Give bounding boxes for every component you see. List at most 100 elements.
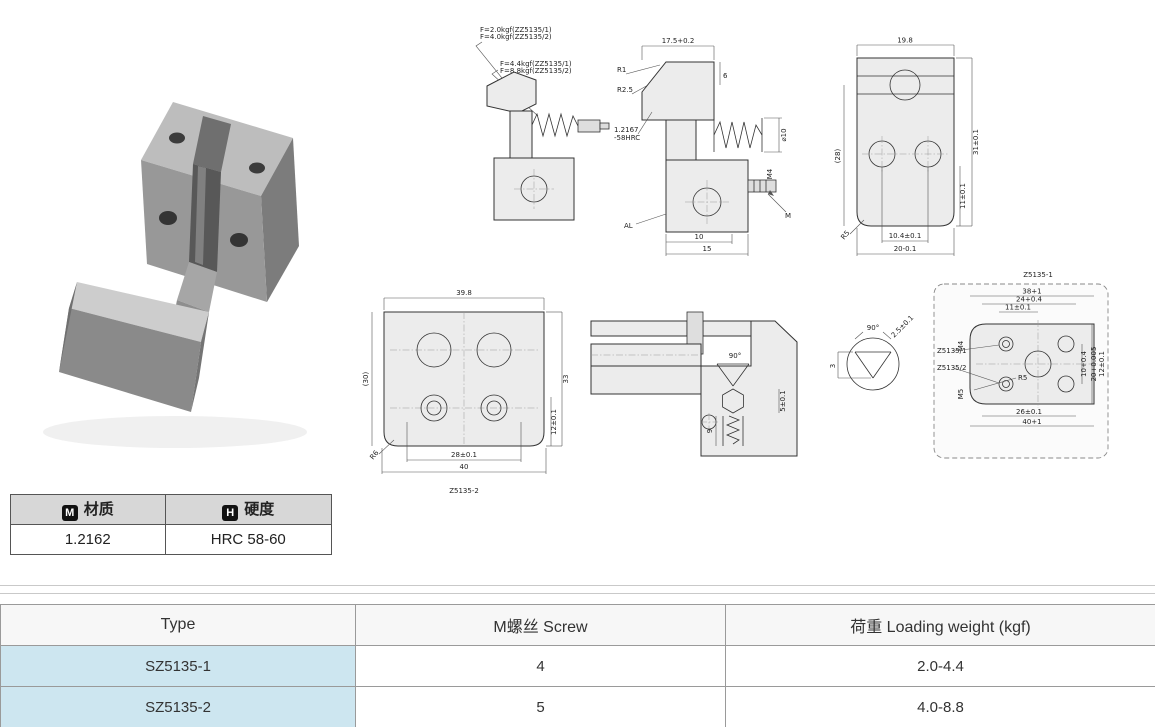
dim-label: 2.5±0.1 — [890, 316, 916, 339]
drawing-housing-view: 19.8 (28) 31±0.1 11±0.1 10.4±0.1 20-0.1 … — [834, 37, 980, 256]
hardness-badge: H — [222, 505, 239, 521]
drawing-front-view: 17.5+0.2 R1 R2.5 6 1.2167 -58HRC ⌀10 — [614, 37, 791, 256]
dim-label: Z5135/1 — [937, 347, 966, 355]
cell-screw: 5 — [355, 686, 726, 727]
dim-label: 10+0.4 — [1080, 351, 1088, 377]
vertical-spring — [722, 415, 744, 446]
top-hole — [889, 69, 921, 101]
hole-top-left — [169, 132, 185, 144]
dim-label: R1 — [617, 66, 626, 74]
dim-label: 9 — [706, 429, 714, 433]
material-header: M 材质 — [10, 494, 166, 525]
cbore-right — [480, 394, 508, 422]
drawing-base-view: 39.8 (30) 33 12±0.1 28±0.1 40 R6 Z5135-2 — [362, 289, 570, 495]
material-badge: M — [61, 505, 78, 521]
cell-screw: 4 — [355, 645, 726, 687]
cell-loading: 4.0-8.8 — [725, 686, 1155, 727]
dim-label: 11±0.1 — [1005, 304, 1031, 312]
hardness-value: HRC 58-60 — [164, 524, 333, 555]
hole-front-left — [159, 211, 177, 225]
hardness-label: 硬度 — [244, 501, 275, 518]
dim-label: 10 — [695, 233, 704, 241]
dim-label: 24+0.4 — [1016, 296, 1042, 304]
table-row: SZ5135-1 4 2.0-4.4 — [0, 645, 1155, 687]
dim-label: R5 — [839, 229, 851, 241]
dim-label: 31±0.1 — [972, 129, 980, 155]
large-hole-right — [476, 332, 512, 368]
dim-label: 15 — [703, 245, 712, 253]
dim-label: 20+0.005 — [1090, 347, 1098, 382]
large-hole-left — [416, 332, 452, 368]
drawing-side-view: F=2.0kgf(ZZ5135/1) F=4.0kgf(ZZ5135/2) F=… — [475, 26, 610, 221]
drawing-caption: Z5135-2 — [449, 487, 479, 495]
dim-label: (28) — [834, 149, 842, 164]
housing-outline — [856, 57, 955, 227]
photo-shadow — [43, 416, 307, 448]
dim-label: Z5135/2 — [937, 364, 966, 372]
col-header-screw: M螺丝 Screw — [355, 604, 726, 646]
latch-outline — [486, 71, 610, 221]
dim-label: R5 — [1018, 374, 1027, 382]
dim-label: 20-0.1 — [894, 245, 917, 253]
drawing-mount-pocket: Z5135-1 38+1 24+0.4 11±0.1 M4 Z5135/1 Z5… — [933, 271, 1109, 459]
spring — [713, 118, 763, 152]
latch-front — [641, 61, 749, 233]
dim-label: 38+1 — [1022, 288, 1041, 296]
cell-type: SZ5135-1 — [0, 645, 356, 687]
material-value-row: 1.2162 HRC 58-60 — [10, 524, 333, 555]
col-header-type: Type — [0, 604, 356, 646]
spec-table: Type M螺丝 Screw 荷重 Loading weight (kgf) S… — [0, 604, 1155, 727]
spec-header-row: Type M螺丝 Screw 荷重 Loading weight (kgf) — [0, 604, 1155, 646]
cell-loading: 2.0-4.4 — [725, 645, 1155, 687]
detail-circle — [846, 337, 900, 391]
dim-label: 90° — [867, 324, 879, 332]
dim-label: M4 — [957, 340, 965, 351]
dim-label: 26±0.1 — [1016, 408, 1042, 416]
material-table: M 材质 H 硬度 1.2162 HRC 58-60 — [10, 494, 333, 555]
dim-label: 28±0.1 — [451, 451, 477, 459]
dim-label: 90° — [729, 352, 741, 360]
dim-label: 3 — [829, 364, 837, 368]
dim-label: ⌀10 — [780, 128, 788, 141]
cell-type: SZ5135-2 — [0, 686, 356, 727]
force-note: F=4.0kgf(ZZ5135/2) — [480, 33, 552, 41]
hardness-header: H 硬度 — [164, 494, 333, 525]
dim-label: R6 — [368, 449, 380, 462]
hex-socket — [722, 388, 744, 414]
dim-label: 40 — [460, 463, 469, 471]
dim-label: (30) — [362, 372, 370, 387]
force-note: F=4.4kgf(ZZ5135/1) — [500, 60, 572, 68]
screw — [747, 179, 777, 193]
dim-label: AL — [624, 222, 633, 230]
dim-label: 17.5+0.2 — [662, 37, 695, 45]
drawing-title: Z5135-1 — [1023, 271, 1053, 279]
dim-label: M4 — [766, 168, 774, 179]
dim-label: 11±0.1 — [959, 183, 967, 209]
hole-top-right — [249, 162, 265, 174]
metal-part — [59, 102, 299, 412]
dim-label: 12±0.1 — [1098, 351, 1106, 377]
col-header-loading: 荷重 Loading weight (kgf) — [725, 604, 1155, 646]
dim-label: 33 — [562, 375, 570, 384]
part-photo — [43, 102, 307, 448]
dim-label: 40+1 — [1022, 418, 1041, 426]
drawing-countersink-detail: 90° 3 2.5±0.1 — [829, 316, 916, 391]
dim-label: 6 — [723, 72, 728, 80]
dim-label: 10.4±0.1 — [889, 232, 922, 240]
material-value: 1.2162 — [10, 524, 166, 555]
assembly-outline — [590, 311, 798, 457]
force-note: F=8.8kgf(ZZ5135/2) — [500, 67, 572, 75]
cbore-left — [420, 394, 448, 422]
hole-front-right — [230, 233, 248, 247]
drawing-assembly-section: 90° 5±0.1 9 — [590, 311, 798, 457]
dim-label: R2.5 — [617, 86, 633, 94]
dim-label: M — [785, 212, 791, 220]
dim-label: 12±0.1 — [550, 409, 558, 435]
dim-label: 5±0.1 — [779, 390, 787, 411]
material-note: 1.2167 — [614, 126, 639, 134]
dim-label: 39.8 — [456, 289, 472, 297]
section-divider — [0, 585, 1155, 594]
dim-label: 19.8 — [897, 37, 913, 45]
material-label: 材质 — [83, 501, 114, 518]
